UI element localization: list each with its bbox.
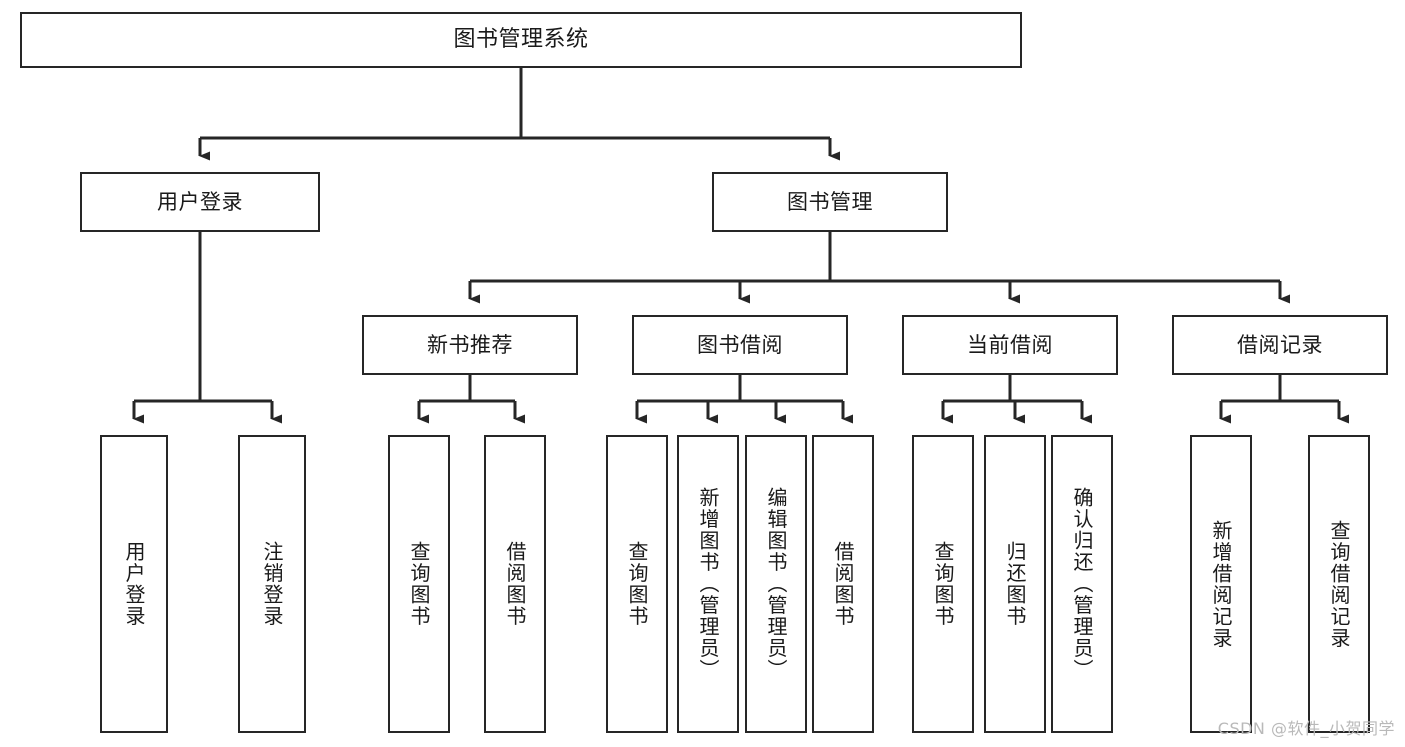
node-label: 图书借阅 xyxy=(697,332,783,357)
node-leaf-add-book[interactable]: 新增图书（管理员） xyxy=(677,435,739,733)
node-label: 注销登录 xyxy=(260,541,284,627)
node-label: 用户登录 xyxy=(157,189,243,214)
node-label: 图书管理 xyxy=(787,189,873,214)
node-root[interactable]: 图书管理系统 xyxy=(20,12,1022,68)
node-label: 新增借阅记录 xyxy=(1209,519,1233,649)
node-leaf-confirm-ret[interactable]: 确认归还（管理员） xyxy=(1051,435,1113,733)
node-label: 当前借阅 xyxy=(967,332,1053,357)
node-label: 图书管理系统 xyxy=(453,27,589,53)
node-label: 查询图书 xyxy=(931,541,955,627)
node-new-book-rec[interactable]: 新书推荐 xyxy=(362,315,578,375)
node-label: 查询图书 xyxy=(407,541,431,627)
node-label: 查询借阅记录 xyxy=(1327,519,1351,649)
node-leaf-query-book-1[interactable]: 查询图书 xyxy=(388,435,450,733)
node-label: 借阅图书 xyxy=(503,541,527,627)
node-leaf-query-record[interactable]: 查询借阅记录 xyxy=(1308,435,1370,733)
node-leaf-borrow-book-2[interactable]: 借阅图书 xyxy=(812,435,874,733)
node-leaf-add-record[interactable]: 新增借阅记录 xyxy=(1190,435,1252,733)
node-leaf-return-book[interactable]: 归还图书 xyxy=(984,435,1046,733)
node-leaf-borrow-book-1[interactable]: 借阅图书 xyxy=(484,435,546,733)
node-leaf-query-book-2[interactable]: 查询图书 xyxy=(606,435,668,733)
node-leaf-user-logout[interactable]: 注销登录 xyxy=(238,435,306,733)
node-label: 借阅记录 xyxy=(1237,332,1323,357)
node-leaf-query-book-3[interactable]: 查询图书 xyxy=(912,435,974,733)
node-borrow-record[interactable]: 借阅记录 xyxy=(1172,315,1388,375)
node-label: 归还图书 xyxy=(1003,541,1027,627)
node-label: 确认归还（管理员） xyxy=(1070,487,1094,681)
node-user-login[interactable]: 用户登录 xyxy=(80,172,320,232)
node-label: 用户登录 xyxy=(122,541,146,627)
node-label: 新书推荐 xyxy=(427,332,513,357)
node-label: 借阅图书 xyxy=(831,541,855,627)
node-leaf-user-login[interactable]: 用户登录 xyxy=(100,435,168,733)
node-current-borrow[interactable]: 当前借阅 xyxy=(902,315,1118,375)
node-book-borrow[interactable]: 图书借阅 xyxy=(632,315,848,375)
watermark: CSDN @软件_小贺同学 xyxy=(1217,719,1395,738)
node-label: 编辑图书（管理员） xyxy=(764,487,788,681)
node-label: 新增图书（管理员） xyxy=(696,487,720,681)
node-book-manage[interactable]: 图书管理 xyxy=(712,172,948,232)
node-leaf-edit-book[interactable]: 编辑图书（管理员） xyxy=(745,435,807,733)
node-label: 查询图书 xyxy=(625,541,649,627)
